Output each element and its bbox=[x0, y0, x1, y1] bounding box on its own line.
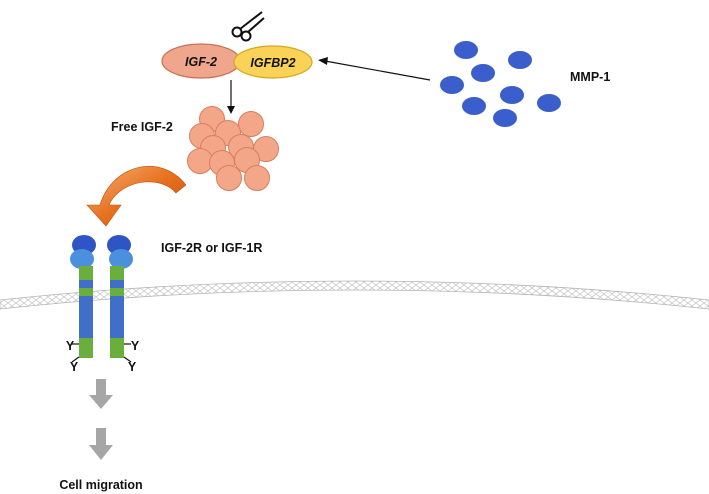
igfbp2-ellipse bbox=[233, 45, 313, 79]
phospho-tyrosine-label: Y bbox=[128, 360, 137, 374]
free-igf2-molecule bbox=[216, 165, 242, 191]
mmp1-molecule bbox=[440, 76, 464, 94]
mmp1-molecule bbox=[454, 41, 478, 59]
mmp1-cluster bbox=[440, 41, 561, 127]
signal-arrow bbox=[89, 379, 113, 409]
free-igf2-molecule bbox=[244, 165, 270, 191]
mmp1-molecule bbox=[537, 94, 561, 112]
mmp1-molecule bbox=[493, 109, 517, 127]
phospho-sites bbox=[71, 343, 132, 363]
phospho-tyrosine-label: Y bbox=[66, 339, 75, 353]
receptor-label: IGF-2R or IGF-1R bbox=[161, 241, 262, 255]
cell-membrane bbox=[0, 280, 709, 310]
scissors-icon bbox=[231, 11, 265, 42]
mmp1-molecule bbox=[508, 51, 532, 69]
cell-migration-label: Cell migration bbox=[59, 478, 142, 492]
phospho-tyrosine-label: Y bbox=[131, 339, 140, 353]
free-igf2-cluster bbox=[187, 106, 279, 191]
igf2-label: IGF-2 bbox=[185, 55, 217, 69]
free-igf2-molecule bbox=[238, 111, 264, 137]
free-igf2-molecule bbox=[187, 148, 213, 174]
receptor-left-chain bbox=[70, 235, 96, 358]
release-arrow bbox=[227, 80, 235, 114]
signal-arrow bbox=[89, 428, 113, 460]
binding-curved-arrow bbox=[86, 166, 187, 227]
mmp1-label: MMP-1 bbox=[570, 70, 610, 84]
free-igf2-label: Free IGF-2 bbox=[111, 120, 173, 134]
mmp1-cleavage-arrow bbox=[318, 57, 431, 81]
mmp1-molecule bbox=[500, 86, 524, 104]
igfbp2-label: IGFBP2 bbox=[250, 56, 295, 70]
phospho-tyrosine-label: Y bbox=[70, 360, 79, 374]
receptor-dimer: Y Y Y Y bbox=[66, 235, 140, 374]
mmp1-molecule bbox=[471, 64, 495, 82]
mmp1-molecule bbox=[462, 97, 486, 115]
receptor-right-chain bbox=[107, 235, 133, 358]
igf2-igfbp2-complex: IGF-2 IGFBP2 bbox=[161, 43, 313, 79]
